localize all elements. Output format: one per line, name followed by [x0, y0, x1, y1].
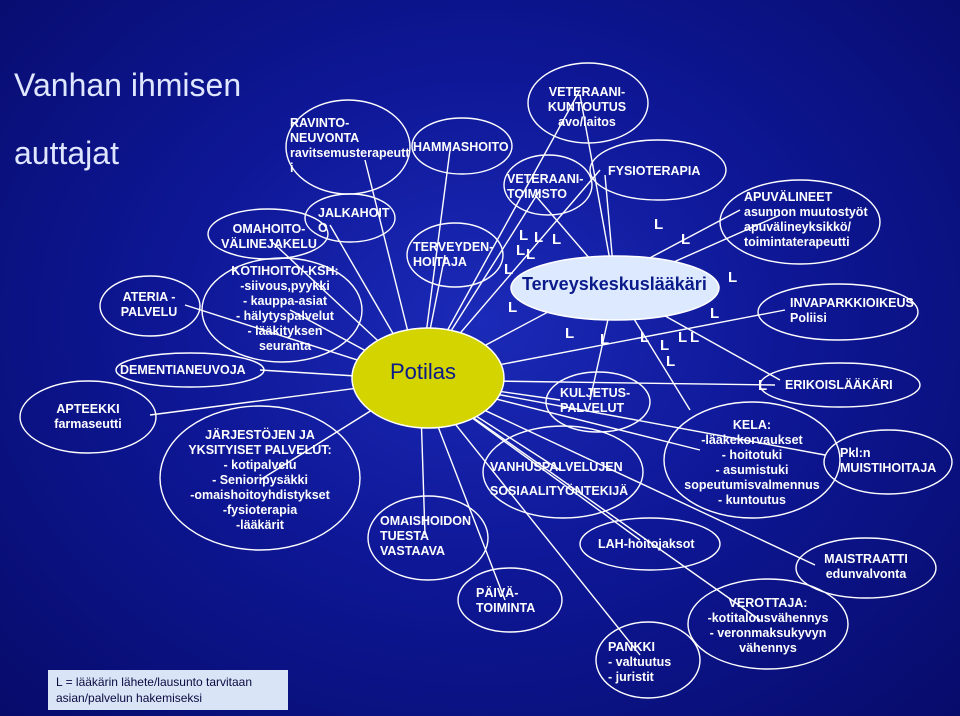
lah-outline [579, 517, 721, 571]
l-marker: L [526, 246, 536, 263]
l-marker: L [516, 242, 526, 259]
l-marker: L [654, 216, 664, 233]
erikoislaakari-outline [759, 362, 921, 408]
apteekki-outline [19, 380, 157, 454]
l-marker: L [678, 329, 688, 346]
sosiaalityo-outline [482, 425, 644, 519]
node-terveydenhoitaja: TERVEYDEN- HOITAJA [413, 240, 494, 269]
node-omaishoidon: OMAISHOIDON TUESTA VASTAAVA [380, 514, 471, 558]
l-marker: L [504, 261, 514, 278]
node-outlines [19, 62, 953, 699]
node-dementia: DEMENTIANEUVOJA [120, 363, 246, 377]
title-line1: Vanhan ihmisen [14, 67, 242, 103]
node-ateria: ATERIA - PALVELU [120, 290, 178, 319]
l-marker: L [681, 231, 691, 248]
node-hammashoito: HAMMASHOITO [413, 140, 509, 154]
kela-outline [663, 401, 841, 519]
l-marker: L [508, 299, 518, 316]
apuvalineet-outline [719, 179, 881, 265]
node-kela: KELA: -lääkekorvaukset - hoitotuki - asu… [684, 418, 820, 507]
kuljetus-outline [545, 371, 651, 433]
paivatoiminta-outline [457, 567, 563, 633]
node-apuvalineet: APUVÄLINEET asunnon muutostyöt apuväline… [744, 190, 868, 249]
l-marker: L [728, 269, 738, 286]
node-vanhuspalvelujen: VANHUSPALVELUJEN [490, 460, 623, 474]
l-marker: L [710, 305, 720, 322]
node-apteekki: APTEEKKI farmaseutti [54, 402, 122, 431]
verottaja-outline [687, 578, 849, 670]
title-line2: auttajat [14, 135, 119, 171]
patient-label: Potilas [390, 359, 457, 384]
node-omahoito: OMAHOITO- VÄLINEJAKELU [221, 222, 317, 251]
node-kotihoito: KOTIHOITO/-KSH: -siivous,pyykki - kauppa… [231, 264, 339, 353]
veteraanikuntoutus-outline [527, 62, 649, 144]
veteraanitoimisto-outline [503, 154, 593, 216]
node-maistraatti: MAISTRAATTI edunvalvonta [824, 552, 908, 581]
doctor-bubble [510, 255, 720, 321]
terveydenhoitaja-outline [406, 222, 504, 288]
jarjestot-outline [159, 405, 361, 551]
l-marker: L [660, 337, 670, 354]
node-erikoislaakari: ERIKOISLÄÄKÄRI [785, 378, 893, 392]
node-ravinto: RAVINTO- NEUVONTA ravitsemusterapeutt i [290, 116, 410, 175]
legend-box [48, 670, 288, 710]
node-kuljetus: KULJETUS- PALVELUT [560, 386, 631, 415]
l-marker: L [534, 229, 544, 246]
invapark-outline [757, 283, 919, 341]
jalkahoito-outline [304, 193, 396, 243]
node-pkl: Pkl:n MUISTIHOITAJA [840, 446, 937, 475]
l-marker: L [758, 377, 768, 394]
node-fysioterapia: FYSIOTERAPIA [608, 164, 701, 178]
l-marker: L [565, 325, 575, 342]
kotihoito-outline [201, 257, 363, 363]
l-marker: L [690, 329, 700, 346]
l-marker: L [552, 231, 562, 248]
node-veteraanitoimisto: VETERAANI- TOIMISTO [507, 172, 584, 201]
l-marker: L [640, 329, 650, 346]
l-marker: L [600, 331, 610, 348]
node-paivatoiminta: PÄIVÄ- TOIMINTA [476, 586, 536, 615]
node-verottaja: VEROTTAJA: -kotitalousvähennys - veronma… [707, 596, 829, 655]
omaishoidon-outline [367, 495, 489, 581]
ateria-outline [99, 275, 201, 337]
l-marker: L [666, 353, 676, 370]
node-invapark: INVAPARKKIOIKEUS Poliisi [790, 296, 914, 325]
patient-bubble [351, 327, 505, 429]
maistraatti-outline [795, 537, 937, 599]
dementia-outline [115, 352, 265, 388]
node-jarjestot: JÄRJESTÖJEN JA YKSITYISET PALVELUT: - ko… [188, 428, 332, 532]
node-veteraanikuntoutus: VETERAANI- KUNTOUTUS avo/laitos [547, 85, 627, 129]
pkl-outline [823, 429, 953, 495]
legend-note: L = lääkärin lähete/lausunto tarvitaan a… [56, 675, 253, 705]
doctor-label: Terveyskeskuslääkäri [522, 274, 707, 294]
pankki-outline [595, 621, 701, 699]
node-jalkahoito: JALKAHOIT O [318, 206, 390, 235]
l-marker: L [519, 227, 529, 244]
node-lah: LAH-hoitojaksot [598, 537, 695, 551]
hammashoito-outline [411, 117, 513, 175]
node-pankki: PANKKI - valtuutus - juristit [608, 640, 672, 684]
fysioterapia-outline [589, 139, 727, 201]
node-sosiaalityontekija: SOSIAALITYÖNTEKIJÄ [490, 484, 629, 498]
